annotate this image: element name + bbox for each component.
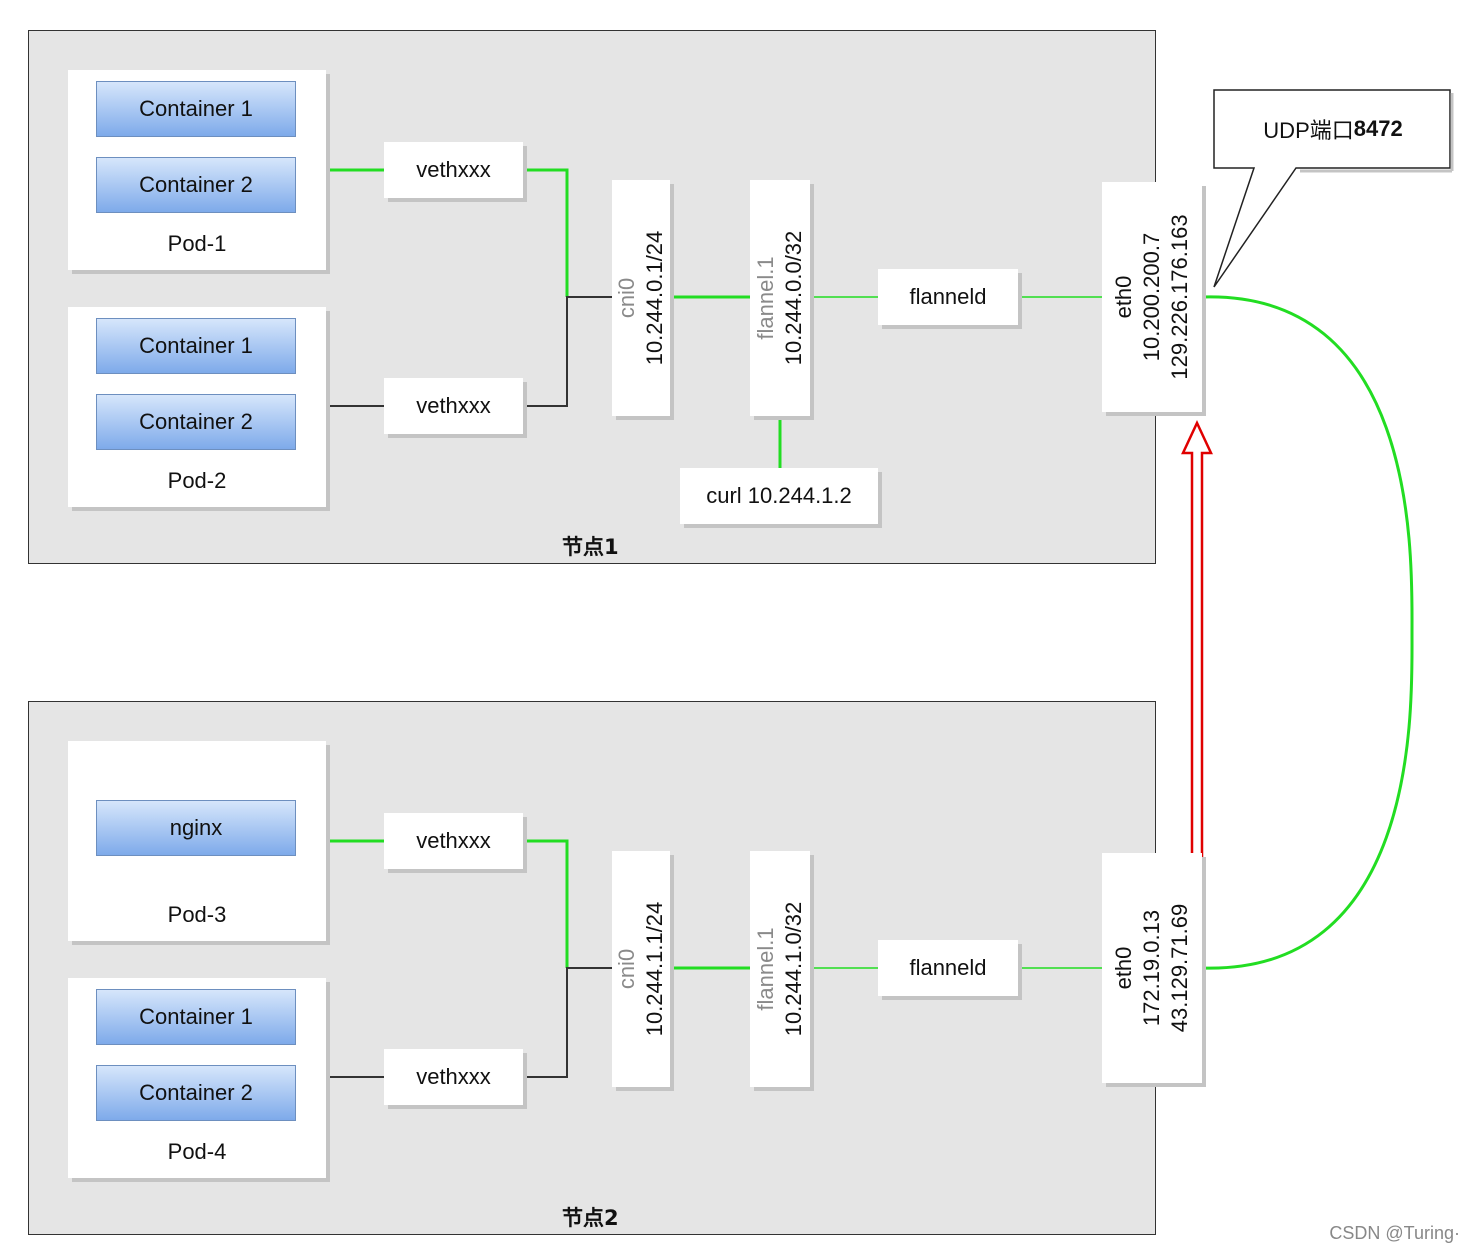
pod-2-container-2: Container 2 xyxy=(96,394,296,450)
eth0-ip1: 10.200.200.7 xyxy=(1139,232,1164,362)
callout-port: 8472 xyxy=(1353,116,1403,141)
flannel-name: flannel.1 xyxy=(753,256,778,340)
node-2-label: 节点2 xyxy=(562,1206,619,1230)
veth-bottom-node2: vethxxx xyxy=(384,1049,523,1105)
pod-4-container-1: Container 1 xyxy=(96,989,296,1045)
flannel-ip: 10.244.1.0/32 xyxy=(781,901,806,1037)
flanneld-node1: flanneld xyxy=(878,269,1018,325)
callout-shape xyxy=(1213,89,1451,288)
eth0-ip2: 43.129.71.69 xyxy=(1167,903,1192,1033)
cni0-name: cni0 xyxy=(614,948,639,990)
veth-bottom-node1: vethxxx xyxy=(384,378,523,434)
eth0-ip1: 172.19.0.13 xyxy=(1139,909,1164,1027)
flannel-name: flannel.1 xyxy=(753,927,778,1011)
cni0-ip: 10.244.0.1/24 xyxy=(642,230,667,366)
flanneld-node2: flanneld xyxy=(878,940,1018,996)
cni0-name: cni0 xyxy=(614,277,639,319)
callout-prefix: UDP端口 xyxy=(1263,118,1354,143)
pod-1-container-1: Container 1 xyxy=(96,81,296,137)
pod-2-container-1: Container 1 xyxy=(96,318,296,374)
curl-command: curl 10.244.1.2 xyxy=(680,468,878,524)
veth-top-cni-link-n1 xyxy=(523,168,569,297)
inter-node-tunnel-curve xyxy=(1201,295,1414,970)
cni0-node2: cni0 10.244.1.1/24 xyxy=(612,851,670,1087)
pod-3: nginx Pod-3 xyxy=(68,741,326,941)
veth-top-node1: vethxxx xyxy=(384,142,523,198)
pod-2-label: Pod-2 xyxy=(167,468,227,493)
cni0-ip: 10.244.1.1/24 xyxy=(642,901,667,1037)
pod-4-container-2: Container 2 xyxy=(96,1065,296,1121)
veth-bottom-cni-link-n2 xyxy=(523,967,612,1078)
eth0-node1: eth0 10.200.200.7 129.226.176.163 xyxy=(1102,182,1202,412)
veth-top-cni-link-n2 xyxy=(523,839,569,968)
pod-2: Container 1 Container 2 Pod-2 xyxy=(68,307,326,507)
veth-bottom-cni-link-n1 xyxy=(523,296,612,407)
pod-1: Container 1 Container 2 Pod-1 xyxy=(68,70,326,270)
flannel-node1: flannel.1 10.244.0.0/32 xyxy=(750,180,810,416)
flannel-ip: 10.244.0.0/32 xyxy=(781,230,806,366)
pod-1-container-2: Container 2 xyxy=(96,157,296,213)
flannel-node2: flannel.1 10.244.1.0/32 xyxy=(750,851,810,1087)
watermark: CSDN @Turing· xyxy=(1329,1223,1460,1243)
pod-4-label: Pod-4 xyxy=(167,1139,227,1164)
pod-1-label: Pod-1 xyxy=(167,231,227,256)
red-arrow xyxy=(1181,420,1213,868)
veth-top-node2: vethxxx xyxy=(384,813,523,869)
eth0-node2: eth0 172.19.0.13 43.129.71.69 xyxy=(1102,853,1202,1083)
pod-3-label: Pod-3 xyxy=(167,902,227,927)
eth0-name: eth0 xyxy=(1111,275,1136,319)
pod-4: Container 1 Container 2 Pod-4 xyxy=(68,978,326,1178)
cni0-node1: cni0 10.244.0.1/24 xyxy=(612,180,670,416)
node-1-label: 节点1 xyxy=(562,535,619,559)
pod-3-container-nginx: nginx xyxy=(96,800,296,856)
eth0-ip2: 129.226.176.163 xyxy=(1167,214,1192,380)
eth0-name: eth0 xyxy=(1111,946,1136,990)
